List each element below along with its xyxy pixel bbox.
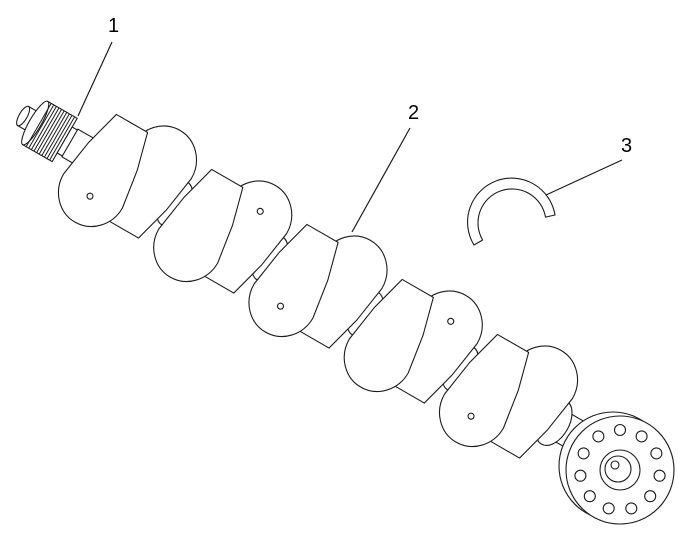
- counterweights: [44, 105, 591, 467]
- callout-3-label: 3: [621, 135, 632, 157]
- crankshaft-drawing: [16, 100, 620, 470]
- callouts: 1 2 3: [77, 15, 632, 233]
- callout-1-label: 1: [108, 15, 119, 37]
- thrust-washer-half: [467, 177, 556, 246]
- balance-holes: [86, 192, 475, 420]
- gear-teeth: [25, 103, 76, 161]
- callout-2-label: 2: [408, 102, 419, 124]
- flange-bore-detail: [610, 460, 620, 470]
- rear-flange: [558, 411, 675, 525]
- flange-bolt-holes: [574, 423, 666, 515]
- callout-2-leader: [351, 127, 411, 233]
- callout-1-leader: [77, 41, 113, 117]
- flange-inner-bore: [604, 455, 632, 483]
- callout-3-leader: [545, 159, 623, 196]
